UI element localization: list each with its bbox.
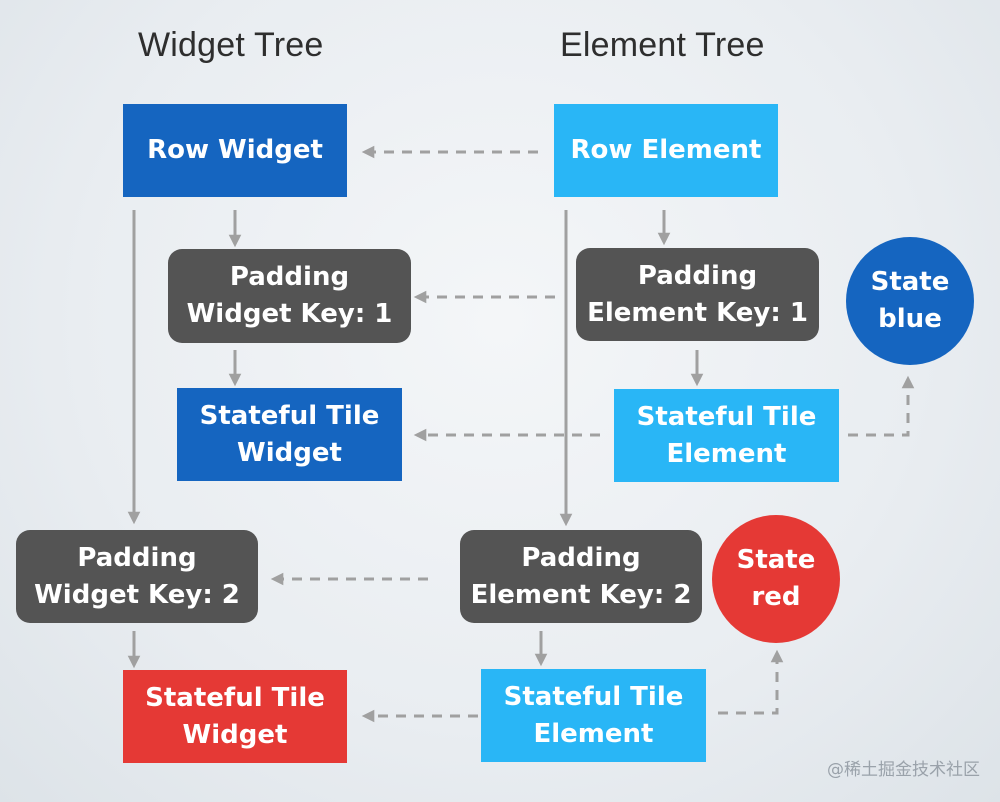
stateful-tile-element1-node: Stateful Tile Element xyxy=(614,389,839,482)
stateful-tile-widget1-node: Stateful Tile Widget xyxy=(177,388,402,481)
dashed-tile2-element-to-state-red xyxy=(718,649,784,715)
padding-widget-key2-node: Padding Widget Key: 2 xyxy=(16,530,258,623)
row-widget-label: Row Widget xyxy=(147,135,323,165)
watermark: @稀土掘金技术社区 xyxy=(827,760,980,780)
padding-widget-key1-node: Padding Widget Key: 1 xyxy=(168,249,411,343)
stateful-tile-element2-label: Stateful Tile Element xyxy=(503,681,684,749)
stateful-tile-widget1-label: Stateful Tile Widget xyxy=(199,400,380,468)
padding-element-key2-label: Padding Element Key: 2 xyxy=(470,542,692,610)
state-blue-label: State blue xyxy=(870,267,950,334)
row-element-label: Row Element xyxy=(570,135,762,165)
padding-element-key1-node: Padding Element Key: 1 xyxy=(576,248,819,341)
stateful-tile-widget2-node: Stateful Tile Widget xyxy=(123,670,347,763)
padding-widget-key2-label: Padding Widget Key: 2 xyxy=(34,542,240,610)
padding-element-key2-node: Padding Element Key: 2 xyxy=(460,530,702,623)
stateful-tile-element1-label: Stateful Tile Element xyxy=(636,401,817,469)
state-blue-circle: State blue xyxy=(846,237,974,365)
widget-tree-title: Widget Tree xyxy=(138,26,324,64)
stateful-tile-element2-node: Stateful Tile Element xyxy=(481,669,706,762)
row-element-node: Row Element xyxy=(554,104,778,197)
state-red-circle: State red xyxy=(712,515,840,643)
state-red-label: State red xyxy=(736,545,816,612)
padding-element-key1-label: Padding Element Key: 1 xyxy=(587,260,808,328)
element-tree-title: Element Tree xyxy=(560,26,765,64)
row-widget-node: Row Widget xyxy=(123,104,347,197)
dashed-tile1-element-to-state-blue xyxy=(848,375,915,437)
padding-widget-key1-label: Padding Widget Key: 1 xyxy=(186,262,393,329)
stateful-tile-widget2-label: Stateful Tile Widget xyxy=(145,682,325,750)
